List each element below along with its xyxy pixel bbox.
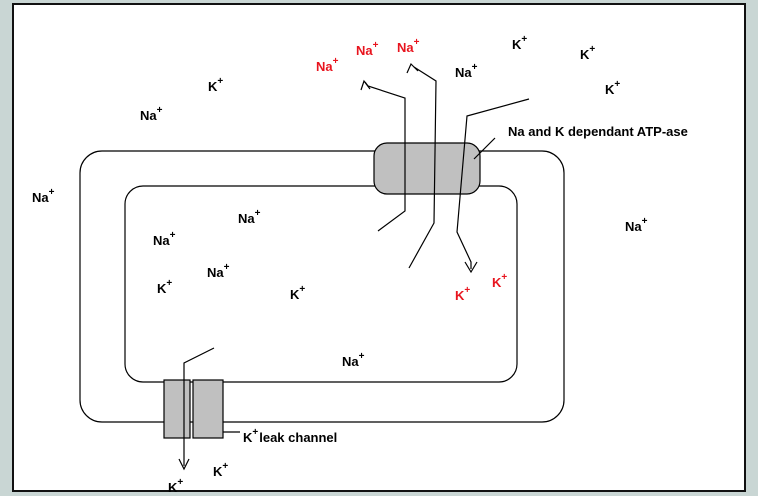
sodium-ion-label: Na+ xyxy=(316,56,339,74)
leak-channel-label: K+leak channel xyxy=(243,427,337,445)
leak-channel-text: leak channel xyxy=(259,430,337,445)
leak-channel-right xyxy=(193,380,223,438)
ion-layer: Na+ Na+ Na+ Na+ K+ K+ K+ K+ Na+ Na+ Na+ Na+ Na+ K+ Na+… xyxy=(32,34,648,495)
potassium-ion-label: K+ xyxy=(492,272,507,290)
potassium-ion-label: K+ xyxy=(208,76,223,94)
atpase-label: Na and K dependant ATP-ase xyxy=(508,124,688,139)
potassium-ion-label: K+ xyxy=(213,461,228,479)
sodium-ion-label: Na+ xyxy=(455,62,478,80)
potassium-ion-label: K+ xyxy=(512,34,527,52)
potassium-ion-label: K+ xyxy=(455,285,470,303)
potassium-ion-label: K+ xyxy=(580,44,595,62)
sodium-ion-label: Na+ xyxy=(356,40,379,58)
potassium-ion-label: K+ xyxy=(605,79,620,97)
sodium-ion-label: Na+ xyxy=(238,208,261,226)
potassium-ion-label: K+ xyxy=(168,477,183,495)
sodium-ion-label: Na+ xyxy=(207,262,230,280)
na-out-arrowhead-1 xyxy=(361,81,370,90)
leak-channel-left xyxy=(164,380,190,438)
sodium-ion-label: Na+ xyxy=(140,105,163,123)
sodium-ion-label: Na+ xyxy=(625,216,648,234)
sodium-ion-label: Na+ xyxy=(342,351,365,369)
sodium-ion-label: Na+ xyxy=(32,187,55,205)
leak-channel-ion-charge: + xyxy=(252,427,258,438)
sodium-ion-label: Na+ xyxy=(153,230,176,248)
potassium-ion-label: K+ xyxy=(290,284,305,302)
potassium-ion-label: K+ xyxy=(157,278,172,296)
sodium-ion-label: Na+ xyxy=(397,37,420,55)
svg-text:K+leak channel: K+leak channel xyxy=(243,427,337,445)
